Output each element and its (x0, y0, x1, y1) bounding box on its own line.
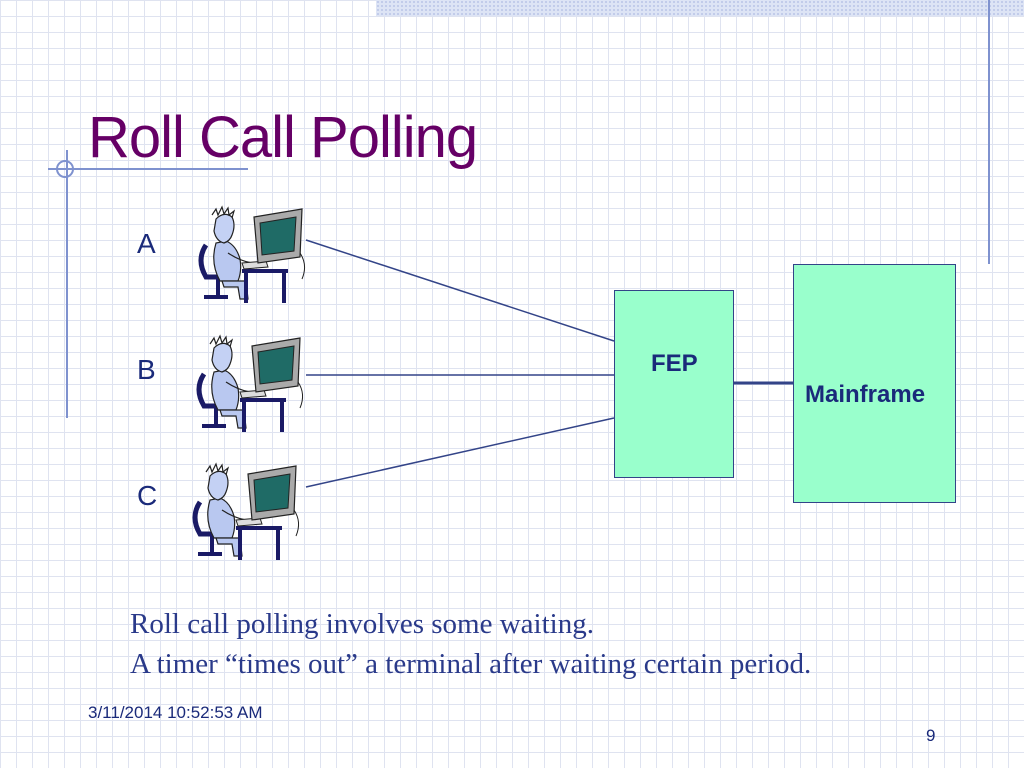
body-line-2: A timer “times out” a terminal after wai… (130, 648, 812, 680)
fep-box (614, 290, 734, 478)
footer-date: 3/11/2014 10:52:53 AM (88, 703, 263, 722)
terminal-label-b: B (137, 354, 156, 385)
page-number: 9 (926, 726, 936, 745)
fep-label: FEP (651, 350, 698, 377)
terminal-label-c: C (137, 480, 158, 511)
top-decorative-band (376, 0, 1024, 16)
terminal-b-icon (199, 336, 303, 432)
body-line-1: Roll call polling involves some waiting. (130, 608, 594, 640)
mainframe-label: Mainframe (805, 373, 953, 417)
link-c-fep (305, 417, 615, 488)
right-decorative-line (988, 0, 990, 264)
link-a-fep (305, 239, 615, 342)
decorative-circle (56, 160, 74, 178)
terminal-a-icon (201, 207, 305, 303)
terminal-c-icon (195, 464, 299, 560)
left-decorative-line (66, 150, 68, 418)
slide-title: Roll Call Polling (88, 105, 478, 170)
terminal-label-a: A (137, 228, 156, 259)
title-underline (48, 168, 248, 170)
